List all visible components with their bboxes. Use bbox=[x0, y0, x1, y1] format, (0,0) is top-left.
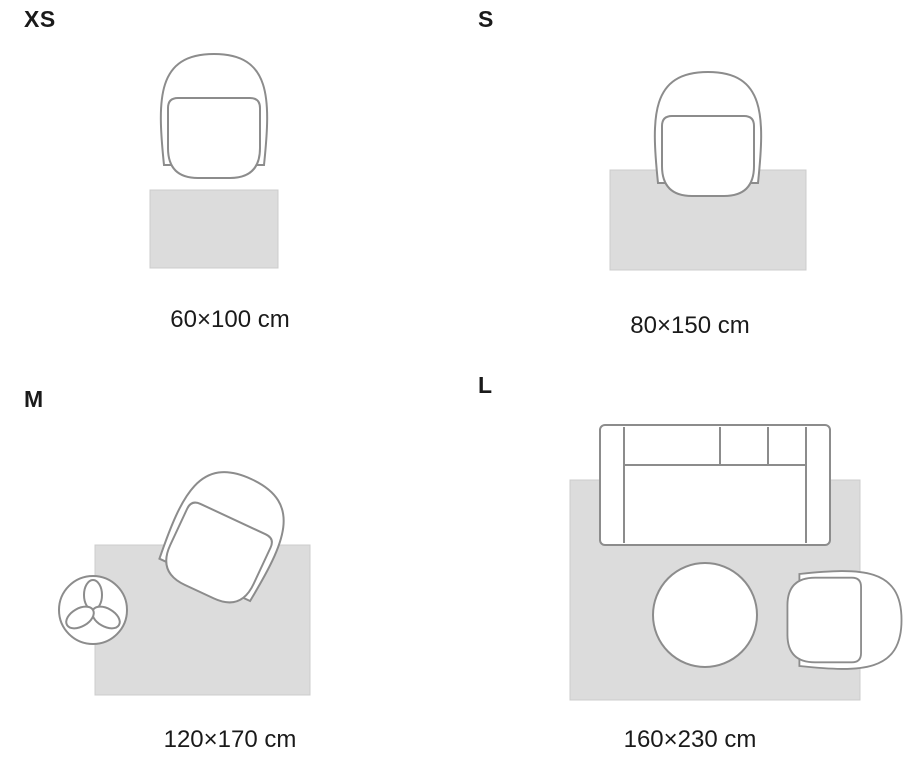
size-label-xs: XS bbox=[24, 6, 56, 32]
l-illustration bbox=[569, 424, 903, 701]
size-panel-xs: XS 60×100 cm bbox=[0, 0, 460, 380]
size-label-s: S bbox=[478, 6, 494, 32]
m-illustration bbox=[58, 455, 311, 696]
s-illustration bbox=[609, 71, 807, 271]
xs-illustration bbox=[149, 53, 279, 269]
size-panel-l: L 160×230 cm bbox=[460, 372, 920, 760]
size-label-m: M bbox=[24, 386, 44, 412]
dimension-label-l: 160×230 cm bbox=[623, 726, 757, 753]
coffee-table-icon bbox=[652, 562, 758, 668]
size-label-l: L bbox=[478, 372, 493, 398]
dimension-label-xs: 60×100 cm bbox=[170, 306, 290, 333]
dimension-label-s: 80×150 cm bbox=[630, 312, 750, 339]
armchair-icon bbox=[159, 53, 269, 179]
sofa-icon bbox=[599, 424, 831, 546]
rug-xs bbox=[149, 189, 279, 269]
plant-icon bbox=[58, 575, 128, 645]
size-panel-m: M 120×170 cm bbox=[0, 380, 460, 760]
armchair-icon bbox=[653, 71, 763, 197]
dimension-label-m: 120×170 cm bbox=[163, 726, 297, 753]
armchair-icon bbox=[786, 570, 903, 670]
size-panel-s: S 80×150 cm bbox=[460, 0, 920, 380]
